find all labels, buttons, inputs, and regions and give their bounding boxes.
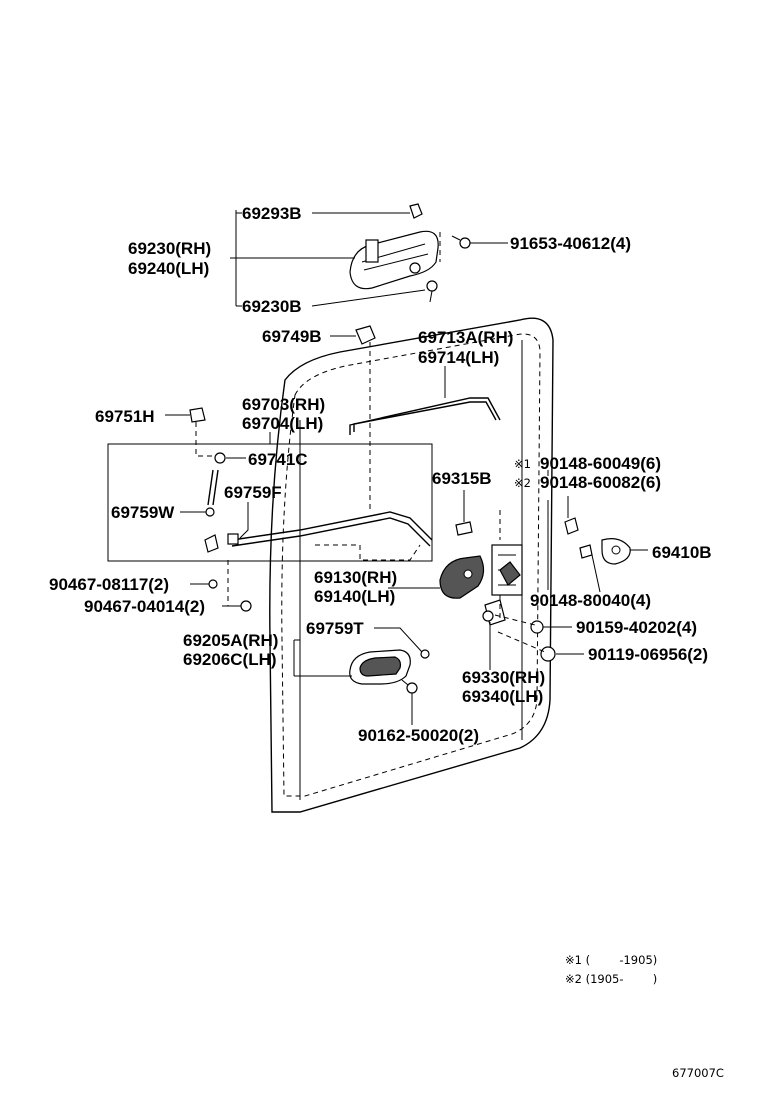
note-1: ※1 ( -1905) — [565, 953, 657, 967]
bolt-91653 — [451, 235, 471, 249]
inside-handle-69205A — [349, 649, 411, 685]
label-69703-rh: 69703(RH) — [242, 395, 325, 414]
door-panel-outline — [269, 317, 554, 813]
label-90467-04014: 90467-04014(2) — [84, 597, 205, 616]
label-69741C: 69741C — [248, 450, 308, 469]
lock-striker-area — [491, 544, 523, 596]
label-69759W: 69759W — [111, 503, 175, 522]
clip-69751H — [189, 407, 206, 423]
bolt-90119 — [540, 646, 556, 662]
clip-69759W — [205, 507, 215, 517]
label-69240-lh: 69240(LH) — [128, 259, 209, 278]
note-2: ※2 (1905- ) — [565, 972, 657, 986]
label-69205A-rh: 69205A(RH) — [183, 631, 278, 650]
label-69759T: 69759T — [306, 619, 364, 638]
label-90119: 90119-06956(2) — [588, 645, 708, 664]
door-lock-69130 — [439, 555, 485, 599]
bolt-90467-08117 — [208, 579, 218, 589]
figure-code: 677007C — [672, 1066, 724, 1080]
screw-90162 — [401, 679, 418, 694]
label-69713A-rh: 69713A(RH) — [418, 328, 513, 347]
leader-lines — [165, 210, 648, 725]
mark-1: ※1 — [514, 457, 531, 471]
label-90148-60049: 90148-60049(6) — [540, 454, 661, 473]
clip-69759F — [227, 533, 239, 545]
label-69749B: 69749B — [262, 327, 322, 346]
rod-69759W — [207, 469, 214, 506]
rod-69703 — [231, 511, 433, 541]
label-90467-08117: 90467-08117(2) — [49, 575, 169, 594]
outside-handle — [349, 230, 439, 290]
striker-69410B — [601, 538, 631, 565]
label-69340-lh: 69340(LH) — [462, 687, 543, 706]
label-90148-60082: 90148-60082(6) — [540, 473, 661, 492]
label-69293B: 69293B — [242, 204, 302, 223]
rod-69713A — [349, 397, 501, 435]
label-69230-rh: 69230(RH) — [128, 239, 211, 258]
clip-69759T — [420, 649, 430, 659]
label-91653: 91653-40612(4) — [510, 234, 631, 253]
label-90148-80040: 90148-80040(4) — [530, 591, 651, 610]
clip-69741C — [214, 452, 226, 464]
mark-2: ※2 — [514, 476, 531, 490]
label-90162: 90162-50020(2) — [358, 726, 479, 745]
clip-69749B — [355, 325, 376, 345]
bolt-90148-80040 — [579, 544, 593, 559]
bolt-90148-60049 — [564, 517, 579, 535]
bolt-90159 — [530, 620, 544, 634]
label-69315B: 69315B — [432, 469, 492, 488]
label-69704-lh: 69704(LH) — [242, 414, 323, 433]
label-69206C-lh: 69206C(LH) — [183, 650, 277, 669]
label-69410B: 69410B — [652, 543, 712, 562]
label-69714-lh: 69714(LH) — [418, 348, 499, 367]
bolt-90467-04014 — [240, 600, 252, 612]
label-69751H: 69751H — [95, 407, 155, 426]
clip-69293B — [409, 203, 423, 219]
label-90159: 90159-40202(4) — [576, 618, 697, 637]
label-69330-rh: 69330(RH) — [462, 668, 545, 687]
part-69230B — [426, 280, 438, 303]
label-69759F: 69759F — [224, 483, 282, 502]
label-69130-rh: 69130(RH) — [314, 568, 397, 587]
label-69140-lh: 69140(LH) — [314, 587, 395, 606]
label-69230B: 69230B — [242, 297, 302, 316]
